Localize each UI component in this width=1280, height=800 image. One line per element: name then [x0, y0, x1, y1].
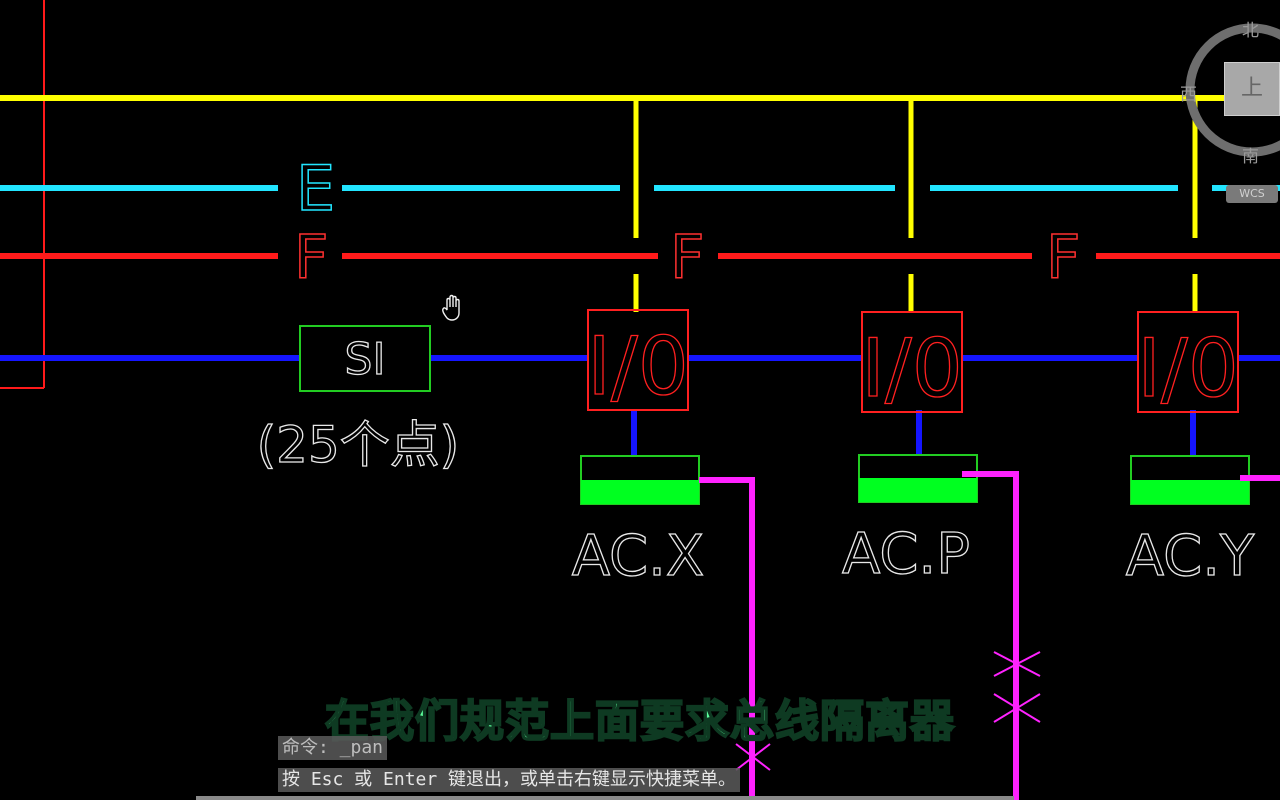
- io-module-box[interactable]: [861, 311, 963, 413]
- bus-label-e: E: [296, 152, 335, 225]
- bus-label-f: F: [670, 223, 705, 293]
- io-module-label: I/0: [861, 322, 962, 415]
- io-module-box[interactable]: [587, 309, 689, 411]
- device-label: AC.X: [572, 524, 705, 589]
- ac-device[interactable]: [1130, 455, 1250, 505]
- pan-hand-icon: [442, 294, 460, 321]
- bus-isolator-symbol: [735, 651, 1041, 771]
- viewcube[interactable]: [1170, 0, 1280, 210]
- viewcube-ring[interactable]: [1170, 0, 1280, 210]
- viewcube-north[interactable]: 北: [1242, 21, 1259, 41]
- wcs-menu[interactable]: WCS: [1226, 185, 1278, 203]
- device-label: AC.P: [842, 522, 970, 587]
- device-label: AC.Y: [1126, 524, 1255, 589]
- command-input-bar[interactable]: [196, 796, 1014, 800]
- ac-device[interactable]: [580, 455, 700, 505]
- io-module-label: I/0: [1137, 322, 1238, 415]
- video-subtitle: 在我们规范上面要求总线隔离器: [324, 695, 955, 748]
- io-module-label: I/0: [587, 320, 688, 413]
- io-module[interactable]: I/0: [587, 309, 689, 414]
- viewcube-south[interactable]: 南: [1242, 147, 1259, 167]
- command-history: 命令: _pan: [278, 736, 388, 760]
- io-module[interactable]: I/0: [1137, 311, 1239, 416]
- viewcube-top-face[interactable]: 上: [1224, 62, 1280, 116]
- si-module-caption: (25个点): [257, 416, 460, 474]
- si-module-box[interactable]: [299, 325, 431, 392]
- command-prompt[interactable]: 按 Esc 或 Enter 键退出，或单击右键显示快捷菜单。: [278, 768, 741, 792]
- ac-device[interactable]: [858, 454, 978, 503]
- viewcube-west[interactable]: 西: [1180, 85, 1197, 105]
- magenta-line: [699, 471, 1280, 800]
- io-module-box[interactable]: [1137, 311, 1239, 413]
- bus-label-f: F: [1046, 223, 1081, 293]
- io-module[interactable]: I/0: [861, 311, 963, 416]
- si-module-label: SI: [345, 334, 386, 385]
- bus-label-f: F: [294, 223, 329, 293]
